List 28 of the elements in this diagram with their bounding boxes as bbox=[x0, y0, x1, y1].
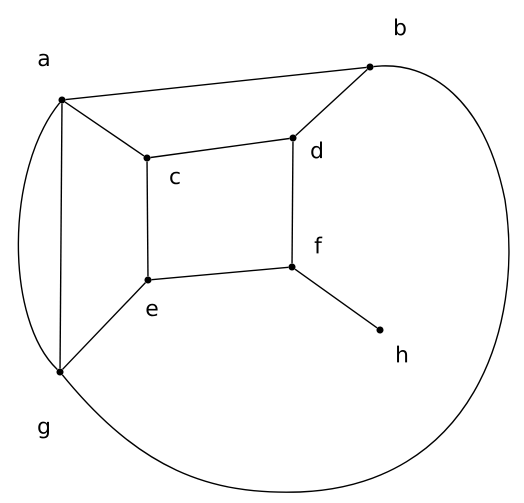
vertex-label: e bbox=[146, 304, 158, 316]
graph-edge bbox=[294, 268, 378, 328]
vertex bbox=[366, 64, 374, 70]
graph-edge bbox=[146, 162, 149, 276]
graph-edge bbox=[66, 66, 366, 100]
vertex-label: b bbox=[395, 18, 406, 36]
vertex bbox=[288, 264, 296, 270]
vertex bbox=[290, 134, 296, 142]
graph-edge bbox=[59, 104, 63, 368]
graph-edge bbox=[18, 102, 60, 370]
vertex bbox=[144, 154, 150, 162]
graph-edge bbox=[150, 138, 290, 158]
vertex bbox=[376, 326, 384, 334]
graph-edge bbox=[62, 65, 510, 493]
graph-edge bbox=[62, 282, 146, 370]
vertex-label: a bbox=[38, 54, 49, 66]
vertex-label: d bbox=[311, 142, 322, 158]
vertex bbox=[58, 96, 66, 104]
vertex-label: g bbox=[38, 422, 49, 438]
graph-edge bbox=[152, 266, 288, 280]
vertex-label: c bbox=[170, 172, 180, 184]
vertex bbox=[56, 368, 64, 376]
graph-edge bbox=[291, 142, 294, 264]
vertex bbox=[144, 276, 152, 284]
graph-edge bbox=[64, 102, 144, 156]
vertex-label: h bbox=[397, 346, 408, 362]
vertex-label: f bbox=[314, 236, 322, 254]
graph-edge bbox=[295, 69, 368, 136]
